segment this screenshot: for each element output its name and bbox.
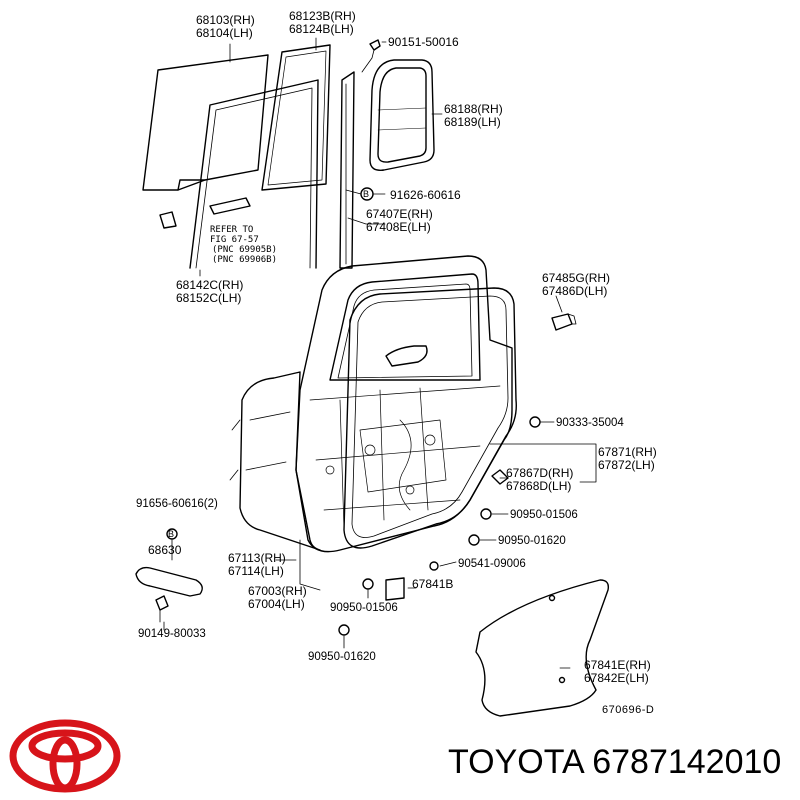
label-67872: 67872(LH)	[598, 458, 655, 472]
label-68103: 68103(RH)	[196, 13, 255, 27]
label-67842e: 67842E(LH)	[584, 671, 649, 685]
label-67113: 67113(RH)	[228, 551, 286, 565]
label-68188: 68188(RH)	[444, 102, 503, 116]
toyota-logo-icon	[9, 719, 121, 793]
refer-note-line-2: FIG 67-57	[210, 235, 259, 245]
refer-note-line-4: (PNC 69906B)	[212, 255, 278, 265]
label-68104: 68104(LH)	[196, 26, 253, 40]
glass-run	[189, 79, 319, 269]
refer-note-line-1: REFER TO	[210, 225, 254, 235]
leader-lines	[163, 37, 597, 669]
label-68630: 68630	[148, 543, 182, 557]
label-67841e: 67841E(RH)	[584, 658, 651, 672]
clip-90151	[361, 39, 381, 73]
label-90151: 90151-50016	[388, 35, 459, 49]
bolt-marker-b-1: B	[363, 189, 370, 199]
label-67407e: 67407E(RH)	[366, 207, 433, 221]
label-90149: 90149-80033	[138, 628, 206, 640]
glass-channel-trim	[159, 197, 251, 229]
label-67867d: 67867D(RH)	[506, 466, 574, 480]
label-67486d: 67486D(LH)	[542, 284, 608, 298]
label-90541: 90541-09006	[458, 558, 526, 570]
door-hinge	[135, 528, 203, 623]
bolt-91626	[345, 187, 386, 201]
label-90950-01620-b: 90950-01620	[308, 651, 376, 663]
label-68152c: 68152C(LH)	[176, 291, 242, 305]
label-91656: 91656-60616(2)	[136, 498, 218, 510]
label-68189: 68189(LH)	[444, 115, 501, 129]
figure-reference: 670696-D	[602, 704, 655, 716]
label-67485g: 67485G(RH)	[542, 271, 611, 285]
label-90950-01620-a: 90950-01620	[498, 535, 566, 547]
door-weatherstrip	[343, 287, 517, 549]
door-panel	[229, 255, 513, 553]
label-67408e: 67408E(LH)	[366, 220, 431, 234]
label-67868d: 67868D(LH)	[506, 479, 572, 493]
label-67871: 67871(RH)	[598, 445, 657, 459]
door-inner-structure	[309, 385, 501, 531]
label-67114: 67114(LH)	[228, 564, 284, 578]
quarter-glass	[261, 44, 331, 191]
label-67004: 67004(LH)	[248, 597, 305, 611]
label-68123b: 68123B(RH)	[289, 9, 356, 23]
bolt-marker-b-2: B	[168, 529, 175, 539]
label-68124b: 68124B(LH)	[289, 22, 354, 36]
label-90333: 90333-35004	[556, 417, 624, 429]
label-67003: 67003(RH)	[248, 584, 307, 598]
service-hole-cover	[475, 579, 610, 717]
door-clips	[338, 416, 541, 636]
door-stopper	[551, 313, 577, 331]
brand-part-number: TOYOTA 6787142010	[448, 743, 782, 781]
division-bar	[339, 71, 355, 269]
label-90950-01506-a: 90950-01506	[510, 509, 578, 521]
label-67841b: 67841B	[412, 577, 454, 591]
label-91626: 91626-60616	[390, 188, 461, 202]
door-glass	[142, 54, 269, 191]
label-90950-01506-b: 90950-01506	[330, 602, 398, 614]
quarter-weatherstrip	[369, 59, 435, 171]
refer-note-line-3: (PNC 69905B)	[212, 245, 278, 255]
label-68142c: 68142C(RH)	[176, 278, 244, 292]
